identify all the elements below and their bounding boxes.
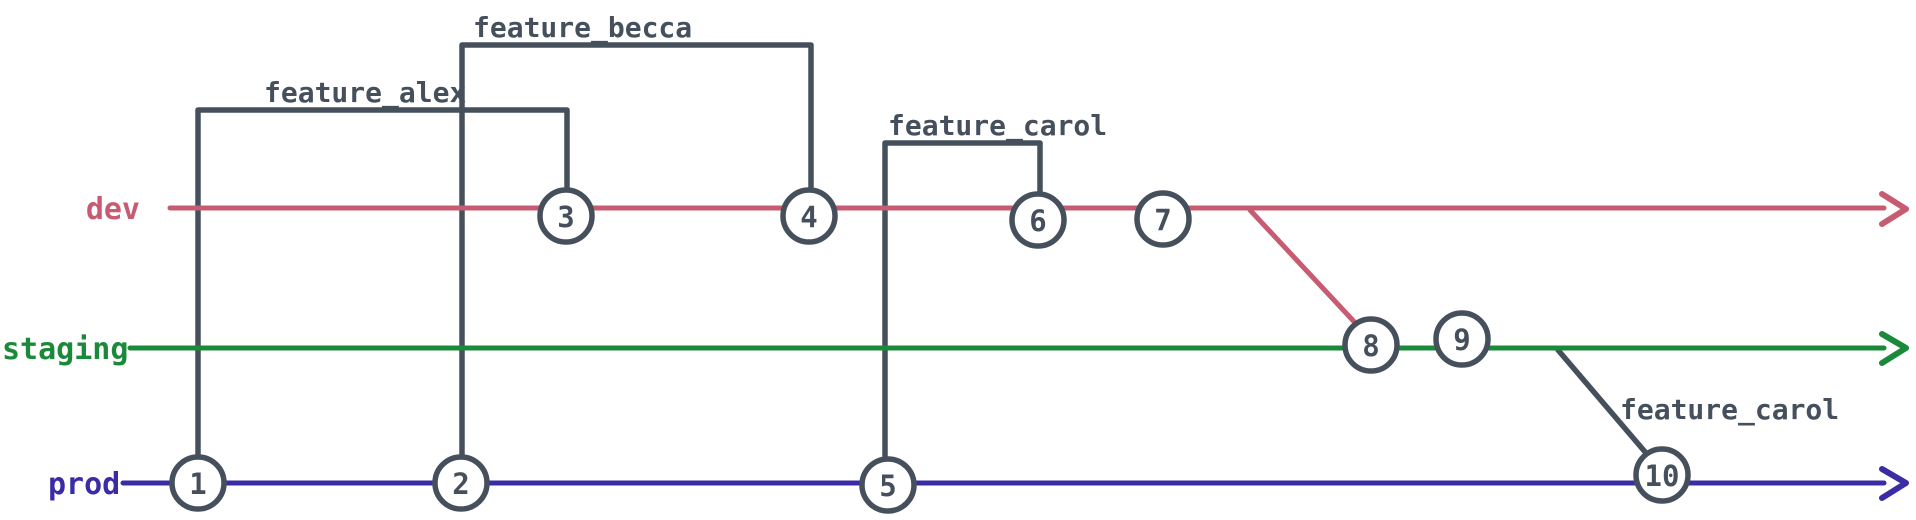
commit-node-9: 9 [1433,310,1491,368]
feature-label-carol: feature_carol [888,109,1107,142]
feature-label-carol-2: feature_carol [1620,393,1839,426]
commit-circle-5 [859,456,917,514]
branch-label-prod: prod [48,467,120,502]
commit-label-4: 4 [800,200,817,234]
feature-bracket-becca [459,42,814,461]
commit-circle-9 [1433,310,1491,368]
branch-label-dev: dev [86,192,140,227]
commit-circle-1 [169,454,227,512]
commit-node-5: 5 [859,456,917,514]
commit-circle-3 [537,187,595,245]
commit-node-6: 6 [1009,191,1067,249]
commit-label-9: 9 [1453,323,1470,357]
commit-label-5: 5 [879,469,896,503]
commit-label-2: 2 [452,467,469,501]
commit-label-10: 10 [1645,459,1680,493]
feature-bracket-carol [882,140,1043,463]
branch-prod [120,466,1909,501]
prod-arrowhead-icon [1879,466,1909,501]
commit-node-3: 3 [537,187,595,245]
commit-node-1: 1 [169,454,227,512]
commit-circle-8 [1342,316,1400,374]
commit-circle-6 [1009,191,1067,249]
staging-arrowhead-icon [1879,331,1909,366]
commit-node-7: 7 [1134,190,1192,248]
commit-circle-10 [1633,446,1691,504]
commit-node-2: 2 [432,454,490,512]
feature-label-becca: feature_becca [473,11,692,44]
commit-label-3: 3 [557,200,574,234]
commit-circle-2 [432,454,490,512]
commit-node-10: 10 [1633,446,1691,504]
feature-label-alex: feature_alex [264,76,466,109]
merge-line-dev-to-staging [1247,207,1363,331]
branch-label-staging: staging [2,332,128,367]
commit-label-8: 8 [1362,329,1379,363]
branch-staging [127,331,1909,366]
commit-circle-7 [1134,190,1192,248]
dev-arrowhead-icon [1879,191,1909,227]
commit-node-8: 8 [1342,316,1400,374]
commit-node-4: 4 [780,187,838,245]
commit-label-6: 6 [1029,204,1046,238]
commit-label-7: 7 [1154,203,1171,237]
feature-bracket-alex [195,107,570,463]
feature-bracket-carol-2 [1555,347,1649,456]
commit-label-1: 1 [189,467,206,501]
commit-circle-4 [780,187,838,245]
